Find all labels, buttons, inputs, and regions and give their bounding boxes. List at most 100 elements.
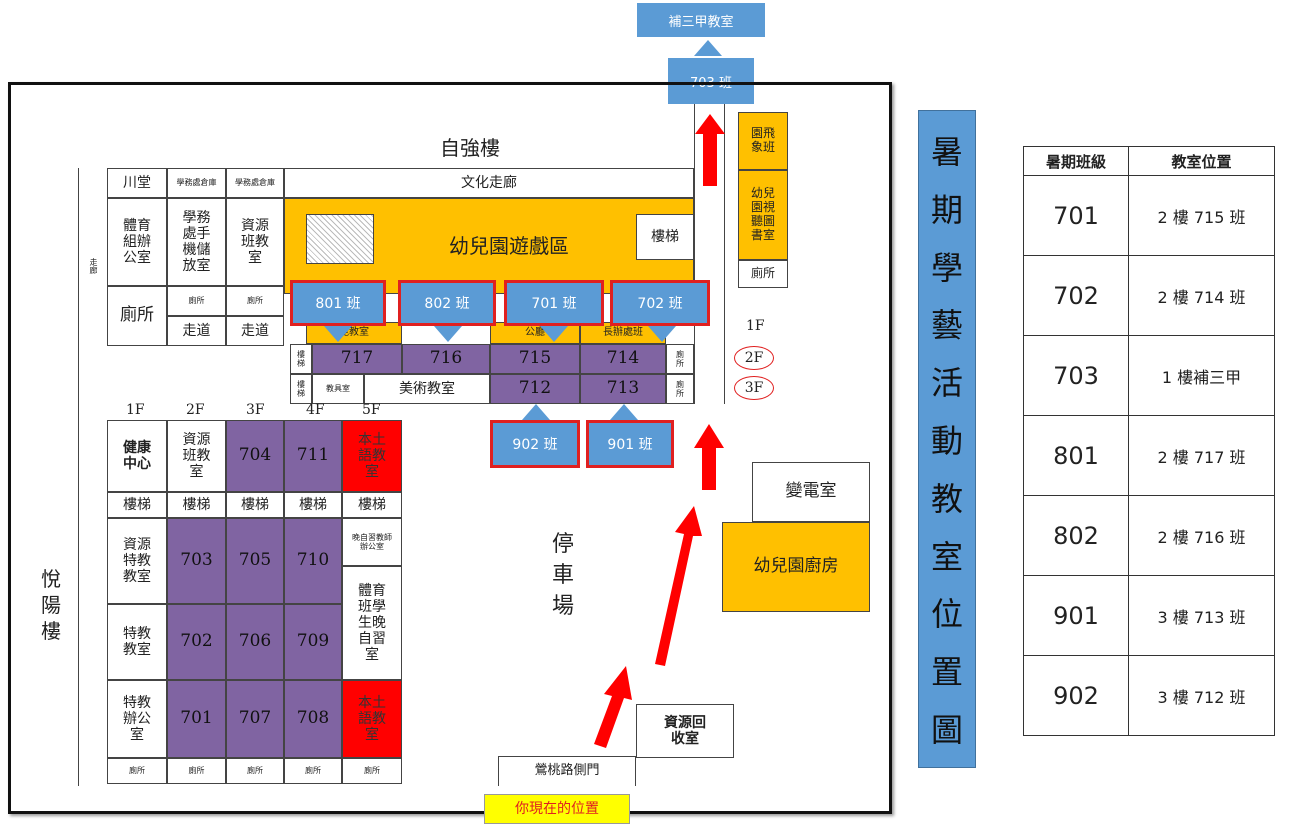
room-chuantang: 川堂: [107, 168, 167, 198]
room-717: 717: [312, 344, 402, 374]
header-class: 暑期班級: [1023, 146, 1129, 176]
arrow-diagonal: [655, 506, 702, 666]
room-special-ed: 特教教室: [107, 604, 167, 680]
side-toilet-3f: 廁所: [666, 374, 694, 404]
title-char: 藝: [930, 306, 963, 345]
room-special-ed-office: 特教辦公室: [107, 680, 167, 758]
class-tag-703: 703 班: [668, 58, 754, 104]
title-char: 教: [930, 479, 963, 518]
toilet-4f: 廁所: [284, 758, 342, 784]
floor-marker-3f: 3F: [734, 376, 774, 400]
location-cell: 3 樓 712 班: [1128, 655, 1275, 736]
toilet-a: 廁所: [167, 286, 226, 316]
class-tag-701: 701 班: [504, 280, 604, 326]
left-line: [78, 168, 79, 786]
room-substation: 變電室: [752, 462, 870, 522]
room-recycle: 資源回收室: [636, 704, 734, 758]
room-704: 704: [226, 420, 284, 492]
route-arrows: [594, 114, 725, 748]
room-pe-evening-study: 體育班學生晚自習室: [342, 566, 402, 680]
room-705: 705: [226, 518, 284, 604]
class-cell: 702: [1023, 255, 1129, 336]
room-av-library: 幼兒園視聽圖書室: [738, 170, 788, 260]
arrow-bottom: [594, 666, 632, 748]
arrow-down-icon: [434, 326, 462, 342]
title-char: 活: [930, 364, 963, 403]
side-corridor: 走廊: [89, 258, 98, 274]
location-cell: 3 樓 713 班: [1128, 575, 1275, 656]
class-cell: 901: [1023, 575, 1129, 656]
arrow-down-icon: [540, 326, 568, 342]
stairs-5f: 樓梯: [342, 492, 402, 518]
table-header-row: 暑期班級 教室位置: [1023, 146, 1275, 176]
building-yueyang: 悅陽樓: [41, 567, 61, 643]
room-elephant-class: 園飛象班: [738, 112, 788, 170]
room-707: 707: [226, 680, 284, 758]
title-char: 動: [930, 421, 963, 460]
stairs-2f: 樓梯: [167, 492, 226, 518]
arrow-right-mid: [694, 424, 724, 490]
arrow-up-icon: [522, 404, 550, 420]
floor-header-3f: 3F: [246, 402, 265, 418]
side-stairs-3f: 樓梯: [290, 374, 312, 404]
title-char: 暑: [930, 132, 963, 171]
class-tag-901: 901 班: [586, 420, 674, 468]
title-char: 位: [930, 595, 963, 634]
arrow-up-icon: [610, 404, 638, 420]
class-tag-702: 702 班: [610, 280, 710, 326]
room-701: 701: [167, 680, 226, 758]
room-713: 713: [580, 374, 666, 404]
room-715: 715: [490, 344, 580, 374]
title-char: 期: [930, 190, 963, 229]
room-711: 711: [284, 420, 342, 492]
class-cell: 801: [1023, 415, 1129, 496]
header-location: 教室位置: [1128, 146, 1275, 176]
building-ziqiang: 自強樓: [440, 136, 500, 160]
room-tools: 教具室: [312, 374, 364, 404]
toilet-b: 廁所: [226, 286, 284, 316]
room-resource-class: 資源班教室: [226, 198, 284, 286]
room-712: 712: [490, 374, 580, 404]
room-local-language-lower: 本土語教室: [342, 680, 402, 758]
title-char: 學: [930, 248, 963, 287]
class-cell: 902: [1023, 655, 1129, 736]
kindergarten-kitchen: 幼兒園廚房: [722, 522, 870, 612]
stairs-1f: 樓梯: [107, 492, 167, 518]
aisle-b: 走道: [226, 316, 284, 346]
room-health-center: 健康中心: [107, 420, 167, 492]
room-special-ed-resource: 資源特教教室: [107, 518, 167, 604]
class-cell: 701: [1023, 175, 1129, 256]
campus-map: [8, 82, 892, 814]
side-toilet-2f: 廁所: [666, 344, 694, 374]
title-char: 室: [930, 537, 963, 576]
stairs-3f: 樓梯: [226, 492, 284, 518]
location-cell: 2 樓 717 班: [1128, 415, 1275, 496]
title-char: 圖: [930, 711, 963, 750]
toilet-c: 廁所: [738, 260, 788, 288]
room-warehouse-b: 學務處倉庫: [226, 168, 284, 198]
room-storage: 學務處手機儲放室: [167, 198, 226, 286]
room-warehouse-a: 學務處倉庫: [167, 168, 226, 198]
room-resource-class-2f: 資源班教室: [167, 420, 226, 492]
side-gate: 鶯桃路側門: [498, 756, 636, 786]
class-cell: 802: [1023, 495, 1129, 576]
room-evening-teacher-office: 晚自習教師辦公室: [342, 518, 402, 566]
playground-equipment-icon: [306, 214, 374, 264]
toilet-1f: 廁所: [107, 758, 167, 784]
room-local-language-upper: 本土語教室: [342, 420, 402, 492]
class-tag-902: 902 班: [490, 420, 580, 468]
location-cell: 2 樓 715 班: [1128, 175, 1275, 256]
title-banner: 暑 期 學 藝 活 動 教 室 位 置 圖: [918, 110, 976, 768]
room-714: 714: [580, 344, 666, 374]
room-pe-office: 體育組辦公室: [107, 198, 167, 286]
class-tag-801: 801 班: [290, 280, 386, 326]
location-cell: 2 樓 716 班: [1128, 495, 1275, 576]
room-716: 716: [402, 344, 490, 374]
room-art: 美術教室: [364, 374, 490, 404]
corridor-line-b: [724, 104, 725, 404]
